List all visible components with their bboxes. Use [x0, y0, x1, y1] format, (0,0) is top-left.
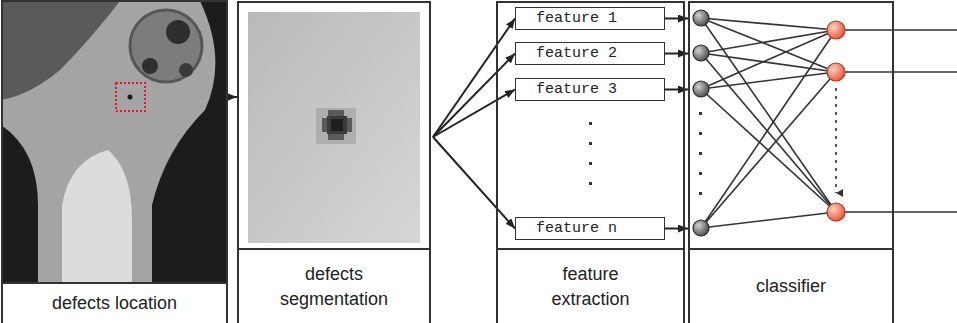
caption-area: feature extraction	[498, 248, 683, 323]
caption-area: defects location	[3, 282, 226, 323]
input-neurons	[693, 10, 709, 236]
dot	[699, 152, 702, 155]
ellipsis-arrow	[835, 88, 837, 193]
dot	[699, 192, 702, 195]
feature-label: feature 1	[516, 10, 617, 27]
dot	[589, 142, 592, 145]
weight-line	[701, 53, 836, 212]
output-line	[845, 211, 957, 213]
output-line	[845, 71, 957, 73]
connector-arrow	[433, 54, 515, 138]
weight-line	[701, 18, 836, 212]
dot	[589, 162, 592, 165]
stage-panel: defects location	[1, 0, 228, 323]
ellipsis-dots	[589, 122, 592, 185]
output-neuron	[827, 21, 845, 39]
network-weights	[701, 18, 836, 228]
feature-label: feature n	[516, 220, 617, 237]
input-neuron	[693, 220, 709, 236]
connector-arrow	[433, 19, 515, 138]
weight-line	[701, 30, 836, 53]
dot	[589, 122, 592, 125]
defect-halo	[316, 108, 356, 144]
stage-caption: defects segmentation	[274, 262, 394, 311]
feature-label: feature 2	[516, 45, 617, 62]
weight-line	[701, 18, 836, 30]
casting-body	[1, 1, 215, 283]
casting-hole	[179, 63, 193, 77]
input-neuron	[693, 81, 709, 97]
output-neuron	[827, 63, 845, 81]
xray-background	[1, 1, 227, 283]
defect-blob	[327, 116, 347, 134]
input-neuron	[693, 10, 709, 26]
dot	[699, 172, 702, 175]
segmentation-image	[248, 12, 420, 243]
casting-boss	[130, 10, 202, 82]
feature-box: feature 3	[515, 78, 665, 101]
casting-stem	[62, 150, 132, 283]
output-line	[845, 29, 957, 31]
stage-panel: defects segmentation	[237, 1, 431, 323]
output-lines	[845, 30, 957, 212]
defect-spot	[128, 95, 133, 100]
weight-line	[701, 30, 836, 228]
dot	[589, 182, 592, 185]
weight-line	[701, 72, 836, 89]
output-neuron	[827, 203, 845, 221]
ellipsis-dots	[699, 112, 702, 195]
stage-panel: classifier	[688, 1, 894, 323]
dot	[699, 112, 702, 115]
weight-line	[701, 72, 836, 228]
dot	[699, 132, 702, 135]
connector-arrow	[433, 90, 515, 138]
feature-box: feature 1	[515, 7, 665, 30]
weight-line	[701, 212, 836, 228]
stage-caption: feature extraction	[536, 262, 646, 311]
feature-box: feature 2	[515, 42, 665, 65]
weight-line	[701, 53, 836, 72]
stage-caption: classifier	[756, 274, 826, 298]
casting-hole	[166, 20, 190, 44]
defect-blob	[331, 119, 343, 131]
connector-arrow	[228, 96, 237, 98]
weight-line	[701, 18, 836, 72]
casting-hole	[142, 58, 158, 74]
caption-area: defects segmentation	[239, 248, 429, 323]
defect-blob	[322, 118, 352, 132]
stage-panel: feature extraction feature 1 feature 2 feat…	[496, 1, 685, 323]
caption-area: classifier	[690, 248, 892, 323]
output-neurons	[827, 21, 845, 221]
connector-arrow	[433, 137, 515, 229]
defect-marker	[116, 83, 145, 111]
casting-shadow	[1, 1, 120, 100]
feature-label: feature 3	[516, 81, 617, 98]
input-neuron	[693, 45, 709, 61]
stage-caption: defects location	[52, 291, 177, 315]
feature-box: feature n	[515, 217, 665, 240]
